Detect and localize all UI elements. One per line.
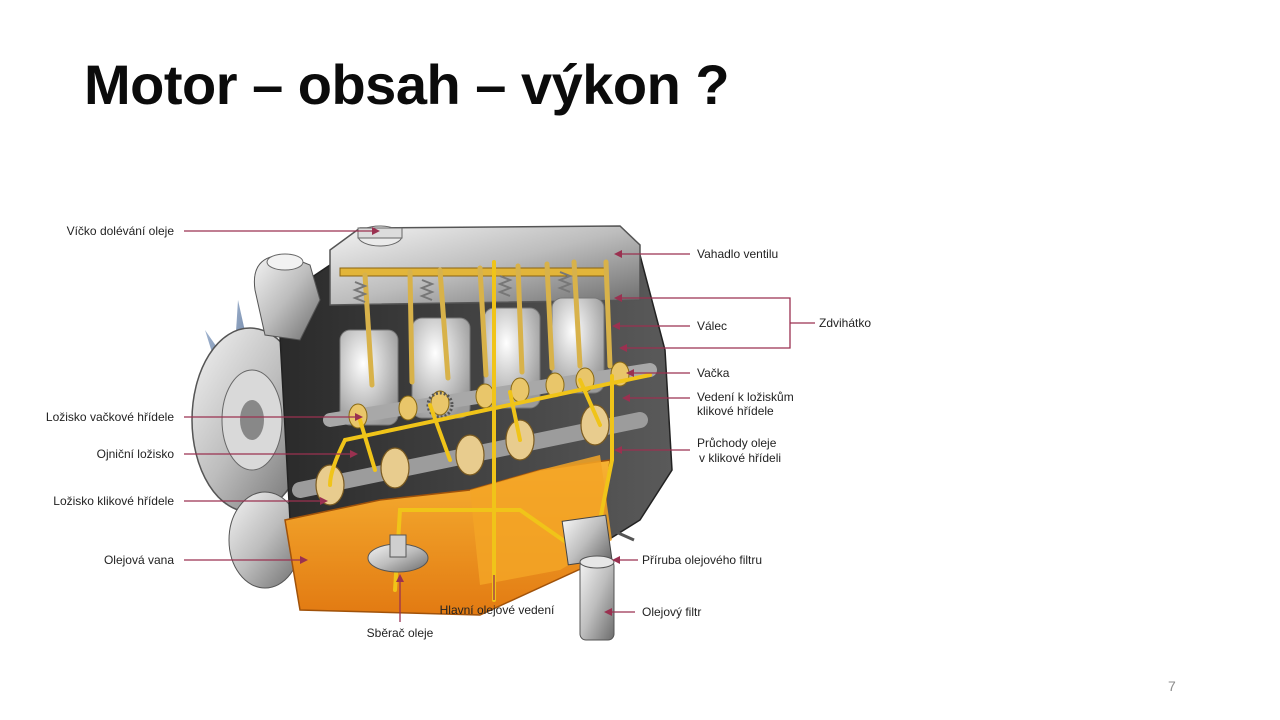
label-camshaft-bearing: Ložisko vačkové hřídele bbox=[46, 410, 174, 424]
leader-lines bbox=[184, 227, 815, 622]
label-oil-pan: Olejová vana bbox=[104, 553, 174, 567]
engine-illustration bbox=[191, 225, 673, 641]
pushrods bbox=[362, 259, 613, 388]
label-cam-lobe: Vačka bbox=[697, 366, 730, 380]
label-crank-oil-passages-2: v klikové hřídeli bbox=[699, 451, 781, 465]
label-rocker-arm: Vahadlo ventilu bbox=[697, 247, 778, 261]
label-oil-pickup: Sběrač oleje bbox=[367, 626, 434, 640]
label-crankshaft-bearing: Ložisko klikové hřídele bbox=[53, 494, 174, 508]
label-oil-filter: Olejový filtr bbox=[642, 605, 701, 619]
labels: Víčko dolévání oleje Ložisko vačkové hří… bbox=[46, 224, 871, 640]
label-oil-filler-cap: Víčko dolévání oleje bbox=[67, 224, 175, 238]
slide-title: Motor – obsah – výkon ? bbox=[84, 53, 730, 116]
label-tappet: Zdvihátko bbox=[819, 316, 871, 330]
oil-pickup bbox=[367, 534, 429, 573]
label-conrod-bearing: Ojniční ložisko bbox=[97, 447, 175, 461]
label-crank-oil-passages-1: Průchody oleje bbox=[697, 436, 777, 450]
label-main-oil-gallery: Hlavní olejové vedení bbox=[440, 603, 555, 617]
label-oil-filter-flange: Příruba olejového filtru bbox=[642, 553, 762, 567]
slide-number: 7 bbox=[1168, 678, 1176, 694]
label-main-bearing-feed-1: Vedení k ložiskům bbox=[697, 390, 794, 404]
label-main-bearing-feed-2: klikové hřídele bbox=[697, 404, 774, 418]
oil-filter-assembly bbox=[561, 514, 635, 641]
label-cylinder: Válec bbox=[697, 319, 727, 333]
